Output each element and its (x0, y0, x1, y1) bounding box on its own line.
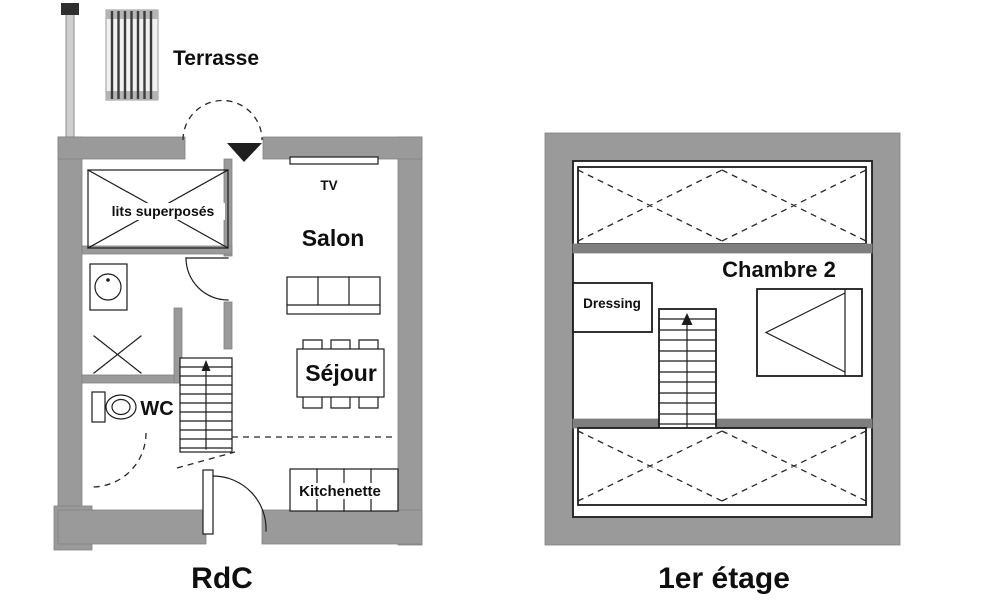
wc-label: WC (140, 398, 173, 420)
bed-icon (756, 288, 863, 377)
closet-bottom-icon (577, 427, 867, 506)
sink-icon (89, 263, 128, 311)
tv-icon (289, 156, 379, 165)
back-door-leaf (202, 469, 214, 535)
dressing-box-icon (572, 282, 653, 333)
sofa-icon (286, 276, 381, 315)
wall-segment (262, 136, 423, 160)
wall-segment (57, 136, 186, 160)
wall-segment (397, 136, 423, 546)
stair-up-arrow-icon (201, 360, 211, 371)
bathroom-door-swing-arc (185, 257, 229, 301)
terrasse-decking-icon (105, 9, 159, 101)
bathroom-door-icon (185, 257, 229, 301)
kitchenette-counter-icon (289, 468, 399, 512)
wall-segment (261, 509, 423, 545)
kitchenette-label: Kitchenette (299, 483, 381, 500)
first-floor-partition-walls (572, 243, 873, 429)
dining-set-icon (296, 339, 385, 409)
sejour-label: Séjour (305, 360, 377, 386)
bed-pillow-lines (764, 288, 846, 377)
rdc-walls (53, 136, 423, 551)
shower-icon (93, 335, 142, 374)
wall-segment (173, 307, 183, 384)
wall-segment (572, 243, 873, 254)
bunk-bed-label: lits superposés (112, 203, 215, 219)
wall-segment (57, 136, 83, 546)
closet-top-icon (577, 166, 867, 245)
stair-up-arrow-icon (681, 313, 693, 325)
toilet-icon (91, 391, 137, 423)
entry-door-leaf-icon (227, 143, 262, 162)
first-floor-title: 1er étage (658, 562, 790, 595)
back-door-icon (202, 469, 267, 535)
wall-segment (81, 374, 179, 384)
stairs-rdc-icon (176, 357, 236, 469)
first-floor-plan: Chambre 2 Dressing 1er étage (544, 132, 901, 595)
dressing-label: Dressing (583, 296, 641, 311)
terrasse-label: Terrasse (173, 47, 259, 70)
chambre2-label: Chambre 2 (722, 257, 836, 282)
table (296, 348, 385, 398)
wall-segment (81, 245, 233, 255)
wall-segment (223, 301, 233, 350)
salon-label: Salon (302, 225, 365, 251)
tv-label: TV (320, 178, 337, 193)
rdc-plan: Terrasse lits superposés (53, 3, 423, 595)
entry-door-icon (182, 99, 263, 162)
wall-segment (572, 418, 873, 429)
stairs-first-floor-icon (658, 308, 717, 447)
bunk-bed-icon (87, 169, 229, 249)
rdc-title: RdC (191, 562, 253, 595)
wall-segment (57, 509, 207, 545)
back-door-swing-arc (212, 475, 267, 532)
